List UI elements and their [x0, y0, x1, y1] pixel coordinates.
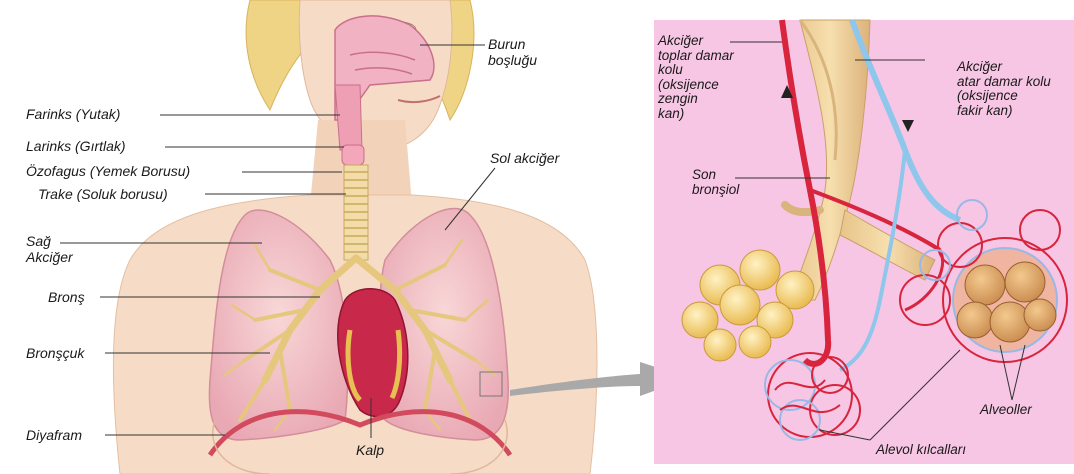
label-broncuk: Bronşçuk	[26, 345, 84, 361]
label-sag-akciger: Sağ Akciğer	[26, 233, 73, 265]
torso-figure	[113, 0, 597, 474]
label-brons: Bronş	[48, 289, 85, 305]
label-kalp: Kalp	[356, 442, 384, 458]
label-alveoller: Alveoller	[980, 403, 1032, 418]
label-trake: Trake (Soluk borusu)	[38, 186, 168, 202]
label-kilcallar: Alevol kılcalları	[876, 443, 966, 458]
label-toplar-damar: Akciğer toplar damar kolu (oksijence zen…	[658, 34, 734, 121]
label-ozofagus: Özofagus (Yemek Borusu)	[26, 163, 190, 179]
label-atar-damar: Akciğer atar damar kolu (oksijence fakir…	[957, 60, 1051, 118]
label-son-bronsiol: Son bronşiol	[692, 168, 739, 197]
label-diyafram: Diyafram	[26, 427, 82, 443]
label-sol-akciger: Sol akciğer	[490, 150, 559, 166]
label-burun: Burun boşluğu	[488, 36, 537, 68]
trachea	[344, 165, 368, 260]
label-larinks: Larinks (Gırtlak)	[26, 138, 126, 154]
larynx	[342, 145, 364, 165]
label-farinks: Farinks (Yutak)	[26, 106, 120, 122]
pharynx	[335, 85, 362, 150]
